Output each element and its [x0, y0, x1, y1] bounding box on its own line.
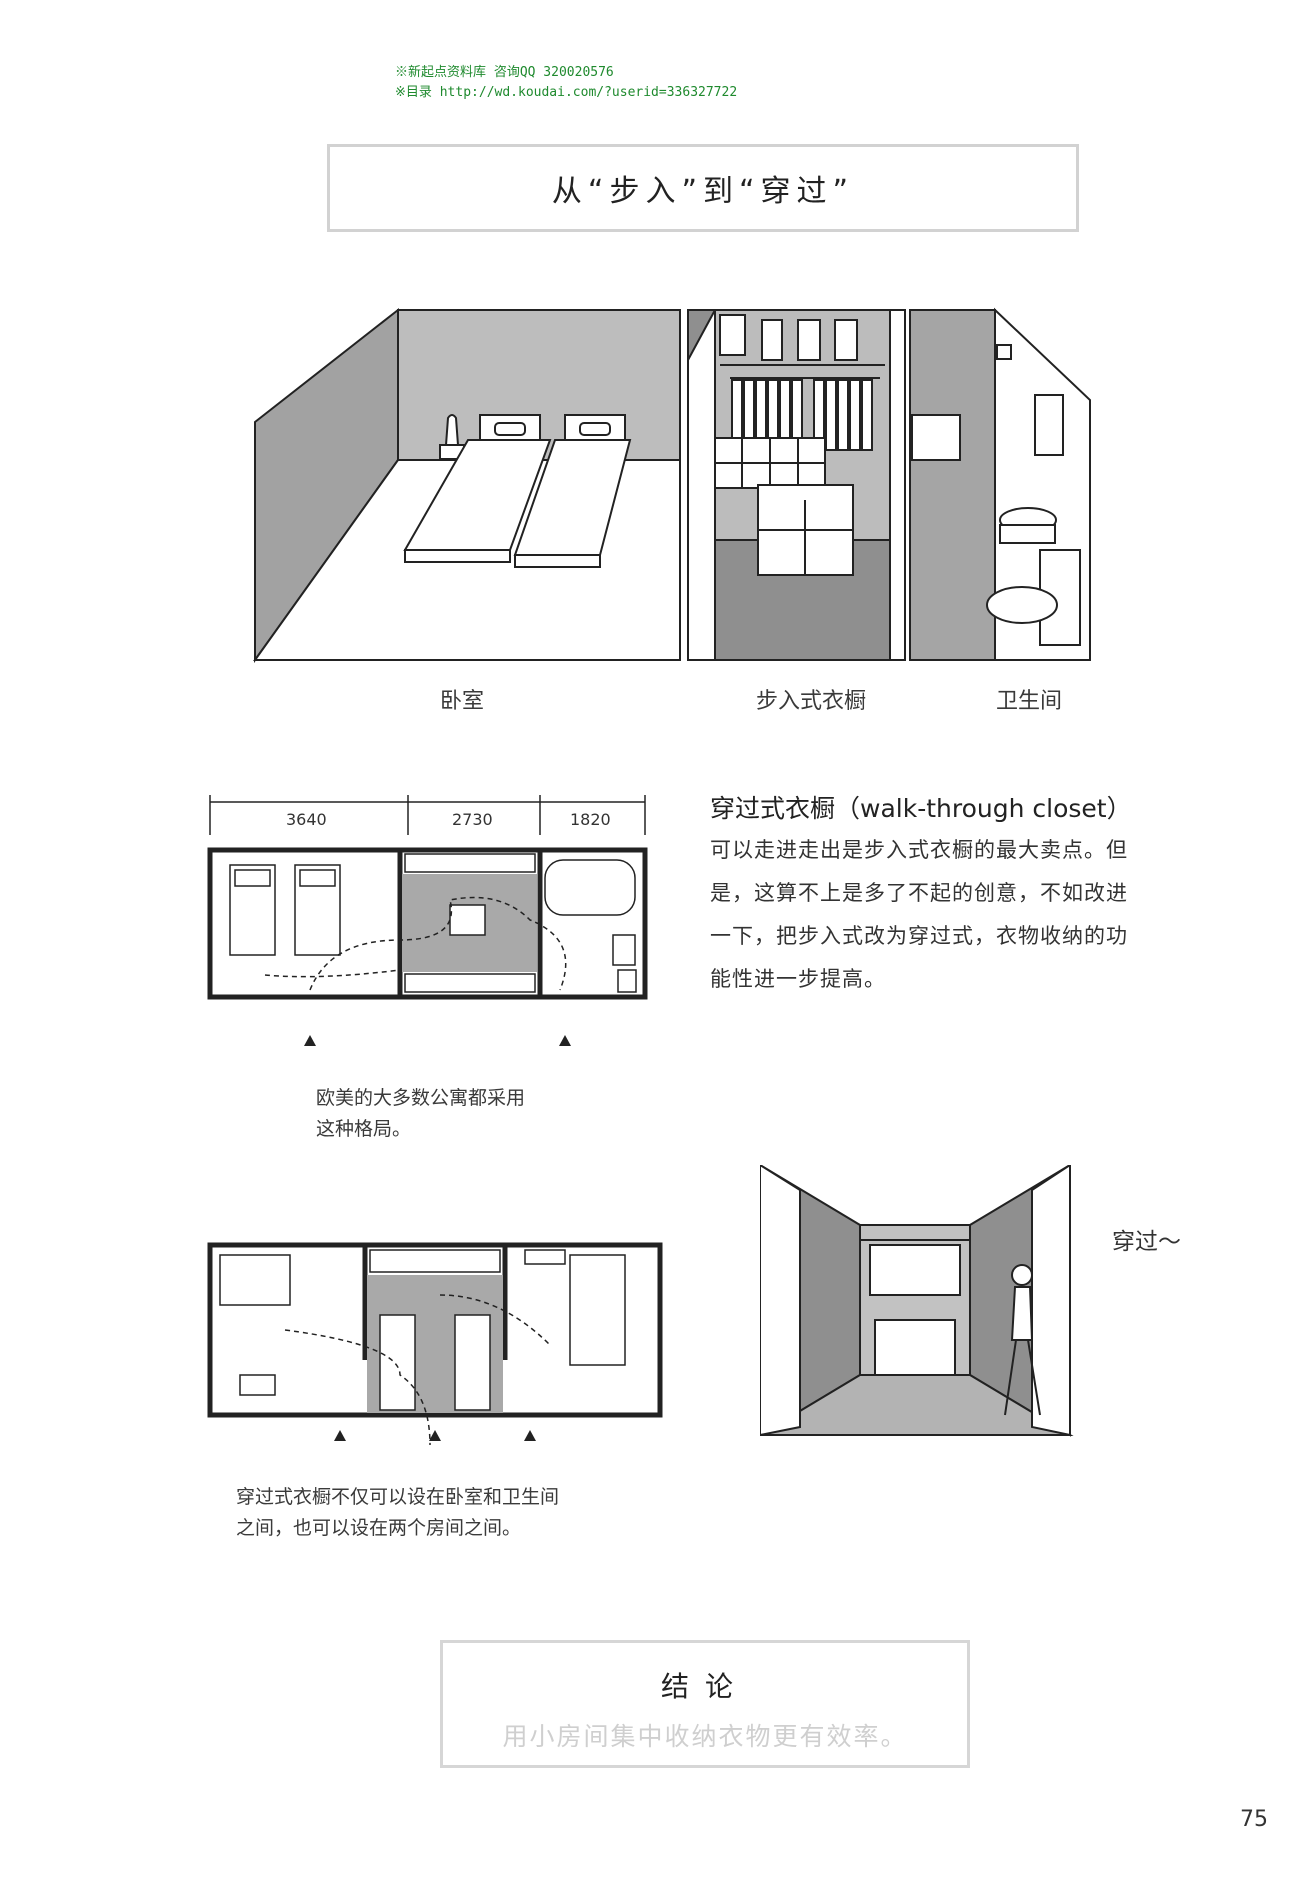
walkthrough-illustration [760, 1165, 1074, 1437]
plan-furniture [219, 1249, 626, 1411]
walkin-closet-drawing [687, 309, 906, 661]
page-number: 75 [1240, 1807, 1268, 1832]
bedroom-drawing [253, 307, 681, 664]
page-title: 从“步入”到“穿过” [551, 174, 855, 209]
section-body: 可以走进走出是步入式衣橱的最大卖点。但 是，这算不上是多了不起的创意，不如改进 … [710, 829, 1230, 1001]
floorplan1-caption: 欧美的大多数公寓都采用 这种格局。 [316, 1083, 525, 1145]
caption-line: 这种格局。 [316, 1118, 412, 1140]
conclusion-box: 结论 用小房间集中收纳衣物更有效率。 [440, 1640, 970, 1768]
catalog-label: ※目录 [395, 85, 432, 100]
conclusion-title: 结论 [660, 1670, 749, 1703]
dim-closet-width: 2730 [452, 810, 493, 829]
body-line: 一下，把步入式改为穿过式，衣物收纳的功 [710, 924, 1128, 948]
section-heading: 穿过式衣橱（walk-through closet） [710, 794, 1132, 823]
floorplan-apartment [207, 795, 648, 1046]
caption-line: 穿过式衣橱不仅可以设在卧室和卫生间 [236, 1486, 560, 1508]
room-illustration [253, 307, 1091, 664]
label-walkin-closet: 步入式衣橱 [756, 689, 867, 714]
speech-walkthrough: 穿过～ [1112, 1229, 1181, 1255]
catalog-url[interactable]: http://wd.koudai.com/?userid=336327722 [439, 85, 738, 100]
plan-walls [207, 1242, 663, 1418]
source-note-line2: ※目录 http://wd.koudai.com/?userid=3363277… [395, 84, 737, 102]
caption-line: 之间，也可以设在两个房间之间。 [236, 1517, 522, 1539]
dim-bathroom-width: 1820 [570, 810, 611, 829]
dim-bedroom-width: 3640 [286, 810, 327, 829]
bathroom-drawing [909, 307, 1091, 661]
floorplan2-caption: 穿过式衣橱不仅可以设在卧室和卫生间 之间，也可以设在两个房间之间。 [236, 1482, 559, 1544]
floorplan-two-rooms [207, 1242, 663, 1446]
plan-walls [207, 847, 648, 1000]
body-line: 能性进一步提高。 [710, 967, 886, 991]
conclusion-body: 用小房间集中收纳衣物更有效率。 [502, 1722, 908, 1751]
page-title-box: 从“步入”到“穿过” [327, 144, 1079, 232]
plan-furniture [229, 853, 637, 993]
walking-person [1004, 1264, 1041, 1416]
body-line: 是，这算不上是多了不起的创意，不如改进 [710, 881, 1128, 905]
caption-line: 欧美的大多数公寓都采用 [316, 1087, 526, 1109]
body-line: 可以走进走出是步入式衣橱的最大卖点。但 [710, 838, 1128, 862]
source-note-line1: ※新起点资料库 咨询QQ 320020576 [395, 65, 614, 80]
dimension-line [209, 795, 646, 835]
label-bathroom: 卫生间 [996, 689, 1063, 714]
label-bedroom: 卧室 [440, 689, 485, 714]
